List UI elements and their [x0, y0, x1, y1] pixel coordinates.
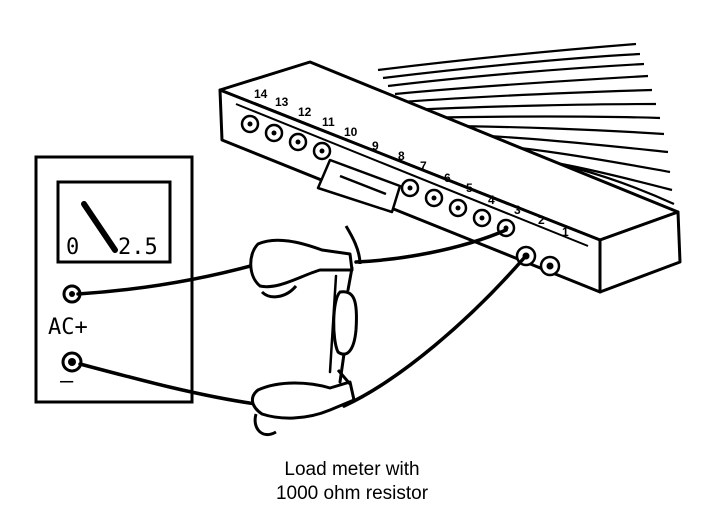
meter-minus-label: —	[60, 369, 74, 394]
pin-label-9: 9	[372, 139, 379, 153]
negative-test-lead	[78, 362, 258, 406]
test-leads	[76, 228, 526, 408]
connector-sockets	[240, 114, 561, 277]
upper-alligator-clip	[249, 225, 362, 299]
meter-scale-min: 0	[66, 235, 79, 260]
probe-wire-to-pin-3	[342, 256, 526, 408]
meter-scale-max: 2.5	[118, 235, 158, 260]
pin-label-4: 4	[488, 193, 495, 207]
pin-label-5: 5	[466, 181, 473, 195]
resistor-body	[332, 290, 358, 356]
probe-wire-to-pin-4	[354, 228, 508, 264]
meter-ac-plus-label: AC+	[48, 315, 88, 340]
caption-line-1: Load meter with	[284, 459, 420, 480]
load-resistor	[328, 266, 358, 384]
caption-line-2: 1000 ohm resistor	[275, 483, 429, 504]
connector-latch	[316, 158, 402, 214]
pin-label-14: 14	[254, 87, 268, 101]
pin-label-12: 12	[298, 105, 312, 119]
pin-label-13: 13	[275, 95, 289, 109]
pin-label-6: 6	[444, 171, 451, 185]
positive-test-lead	[76, 262, 260, 296]
pin-label-3: 3	[514, 203, 521, 217]
diagram-caption: Load meter with 1000 ohm resistor	[0, 458, 704, 506]
pin-label-7: 7	[420, 159, 427, 173]
pin-label-8: 8	[398, 149, 405, 163]
connector-end-face	[598, 210, 682, 294]
meter-negative-terminal-hub	[68, 358, 76, 366]
pin-label-11: 11	[322, 115, 335, 129]
pin-label-2: 2	[538, 213, 545, 227]
meter-needle	[81, 201, 118, 253]
meter-positive-terminal-hub	[69, 291, 75, 297]
load-meter: 0 2.5 AC+ —	[34, 155, 194, 404]
pin-number-labels: 14 13 12 11 10 9 8 7 6 5 4 3 2 1	[254, 87, 569, 239]
pin-label-1: 1	[562, 225, 569, 239]
lower-alligator-clip	[251, 369, 356, 437]
pin-label-10: 10	[344, 125, 358, 139]
